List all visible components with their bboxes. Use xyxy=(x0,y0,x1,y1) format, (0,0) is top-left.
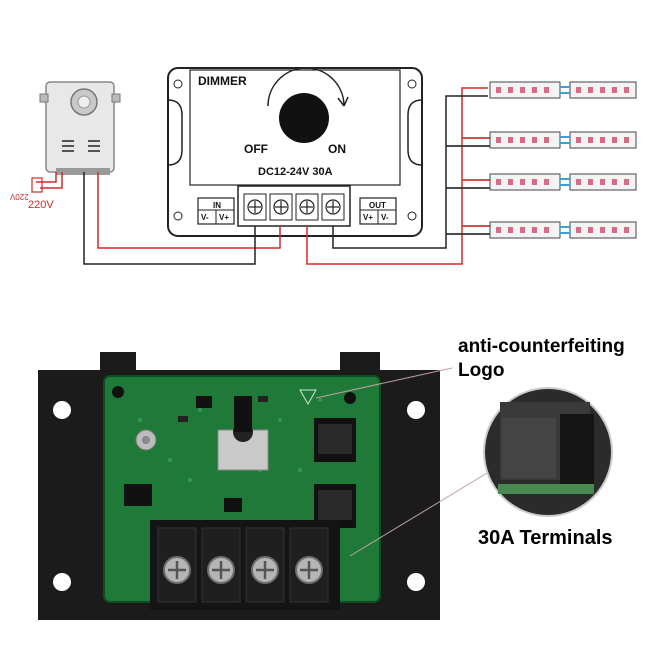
off-label: OFF xyxy=(244,142,268,156)
out-plus-label: V+ xyxy=(363,213,374,222)
terminals-callout: 30A Terminals xyxy=(478,527,613,549)
logo-mark-icon xyxy=(299,389,317,406)
mains-label: 220V xyxy=(28,199,54,211)
on-label: ON xyxy=(328,142,346,156)
zoom-inset xyxy=(483,387,613,517)
logo-callout-line2: Logo xyxy=(458,359,505,381)
logo-callout-line1: anti-counterfeiting xyxy=(458,336,625,357)
dimmer-title: DIMMER xyxy=(198,74,247,88)
dimmer-housing xyxy=(167,67,423,237)
rating-label: DC12-24V 30A xyxy=(258,166,333,178)
out-label: OUT xyxy=(369,201,386,210)
power-supply-icon xyxy=(39,81,121,175)
led-strip-icon xyxy=(489,81,637,239)
terminal-block-icon xyxy=(237,185,351,227)
logo-callout: anti-counterfeiting Logo xyxy=(458,335,658,383)
rotation-arrow-icon xyxy=(267,67,345,107)
product-photo xyxy=(38,352,440,620)
out-minus-label: V- xyxy=(381,213,389,222)
knob-icon xyxy=(279,93,329,143)
in-minus-label: V- xyxy=(201,213,209,222)
mains-label-rotated: 220V xyxy=(10,192,29,201)
in-plus-label: V+ xyxy=(219,213,230,222)
in-label: IN xyxy=(213,201,221,210)
